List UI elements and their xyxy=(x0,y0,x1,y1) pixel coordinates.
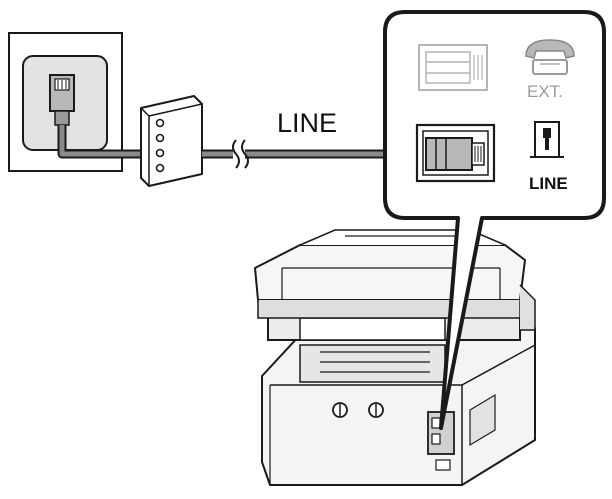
ext-port-jack xyxy=(418,44,488,91)
cable-label: LINE xyxy=(277,108,337,138)
printer xyxy=(254,229,536,486)
dsl-filter-icon xyxy=(140,95,203,187)
cable-break-mark xyxy=(232,139,240,169)
wall-line-icon xyxy=(530,121,564,158)
line-port-label: LINE xyxy=(529,174,568,193)
usb-port xyxy=(435,459,451,471)
ext-port-label: EXT. xyxy=(527,82,563,101)
line-port-jack xyxy=(415,123,496,183)
telephone-icon xyxy=(525,39,575,75)
phone-jack-icon xyxy=(49,74,75,126)
callout-bubble xyxy=(383,10,606,430)
port-callout: EXT. LINE xyxy=(383,10,606,430)
line-plug xyxy=(425,137,473,171)
